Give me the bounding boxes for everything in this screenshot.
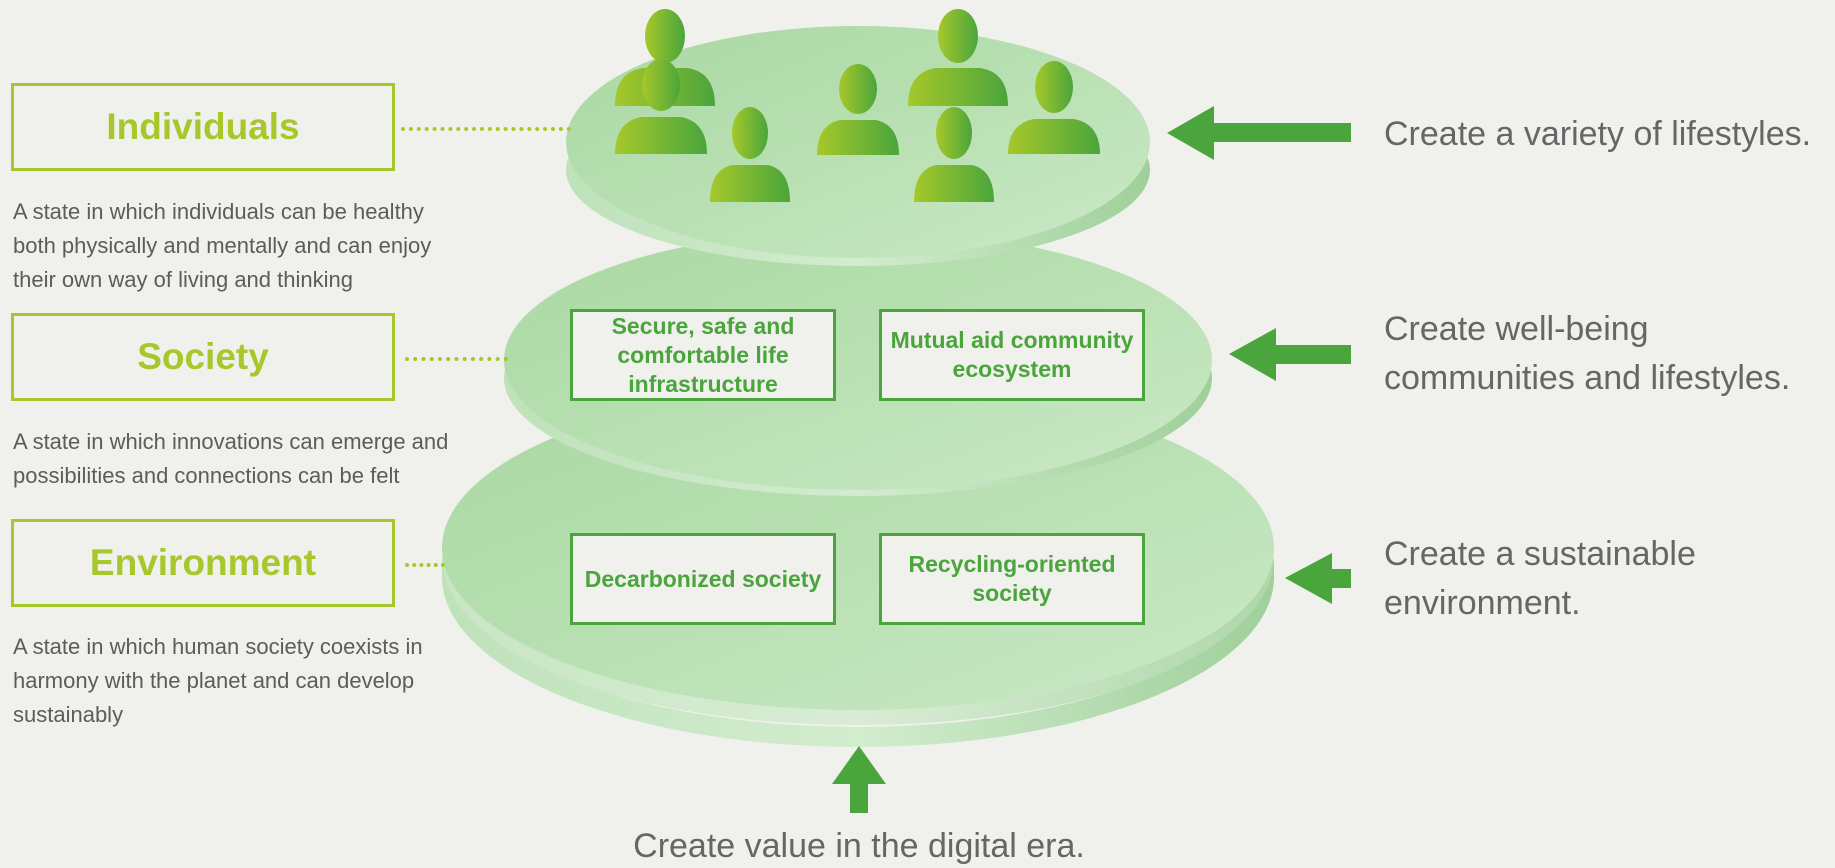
arrow-left-icon	[1285, 553, 1351, 604]
environment-goal-text: Create a sustainable environment.	[1384, 535, 1696, 622]
person-icon	[1008, 61, 1100, 154]
environment-connector	[405, 563, 445, 567]
society-goal-text: Create well-being communities and lifest…	[1384, 310, 1791, 397]
environment-box-decarbonized: Decarbonized society	[570, 533, 836, 625]
environment-description: A state in which human society coexists …	[13, 634, 423, 727]
society-box-infrastructure: Secure, safe and comfortable life infras…	[570, 309, 836, 401]
person-icon	[914, 107, 994, 202]
society-box-mutual-aid: Mutual aid community ecosystem	[879, 309, 1145, 401]
individuals-label: Individuals	[11, 83, 395, 171]
environment-box-recycling: Recycling-oriented society	[879, 533, 1145, 625]
individuals-description: A state in which individuals can be heal…	[13, 199, 432, 292]
person-icon	[615, 59, 707, 154]
individuals-goal-text: Create a variety of lifestyles.	[1384, 115, 1812, 153]
person-icon	[710, 107, 790, 202]
society-description: A state in which innovations can emerge …	[13, 429, 449, 488]
people-icons	[615, 9, 1100, 202]
environment-label: Environment	[11, 519, 395, 607]
individuals-connector	[401, 127, 571, 131]
arrow-up-icon	[832, 746, 886, 813]
person-icon	[817, 64, 899, 155]
society-label: Society	[11, 313, 395, 401]
society-connector	[405, 357, 508, 361]
person-icon	[908, 9, 1008, 106]
arrow-left-icon	[1229, 328, 1351, 381]
arrow-left-icon	[1167, 106, 1351, 160]
digital-era-text: Create value in the digital era.	[633, 827, 1085, 865]
